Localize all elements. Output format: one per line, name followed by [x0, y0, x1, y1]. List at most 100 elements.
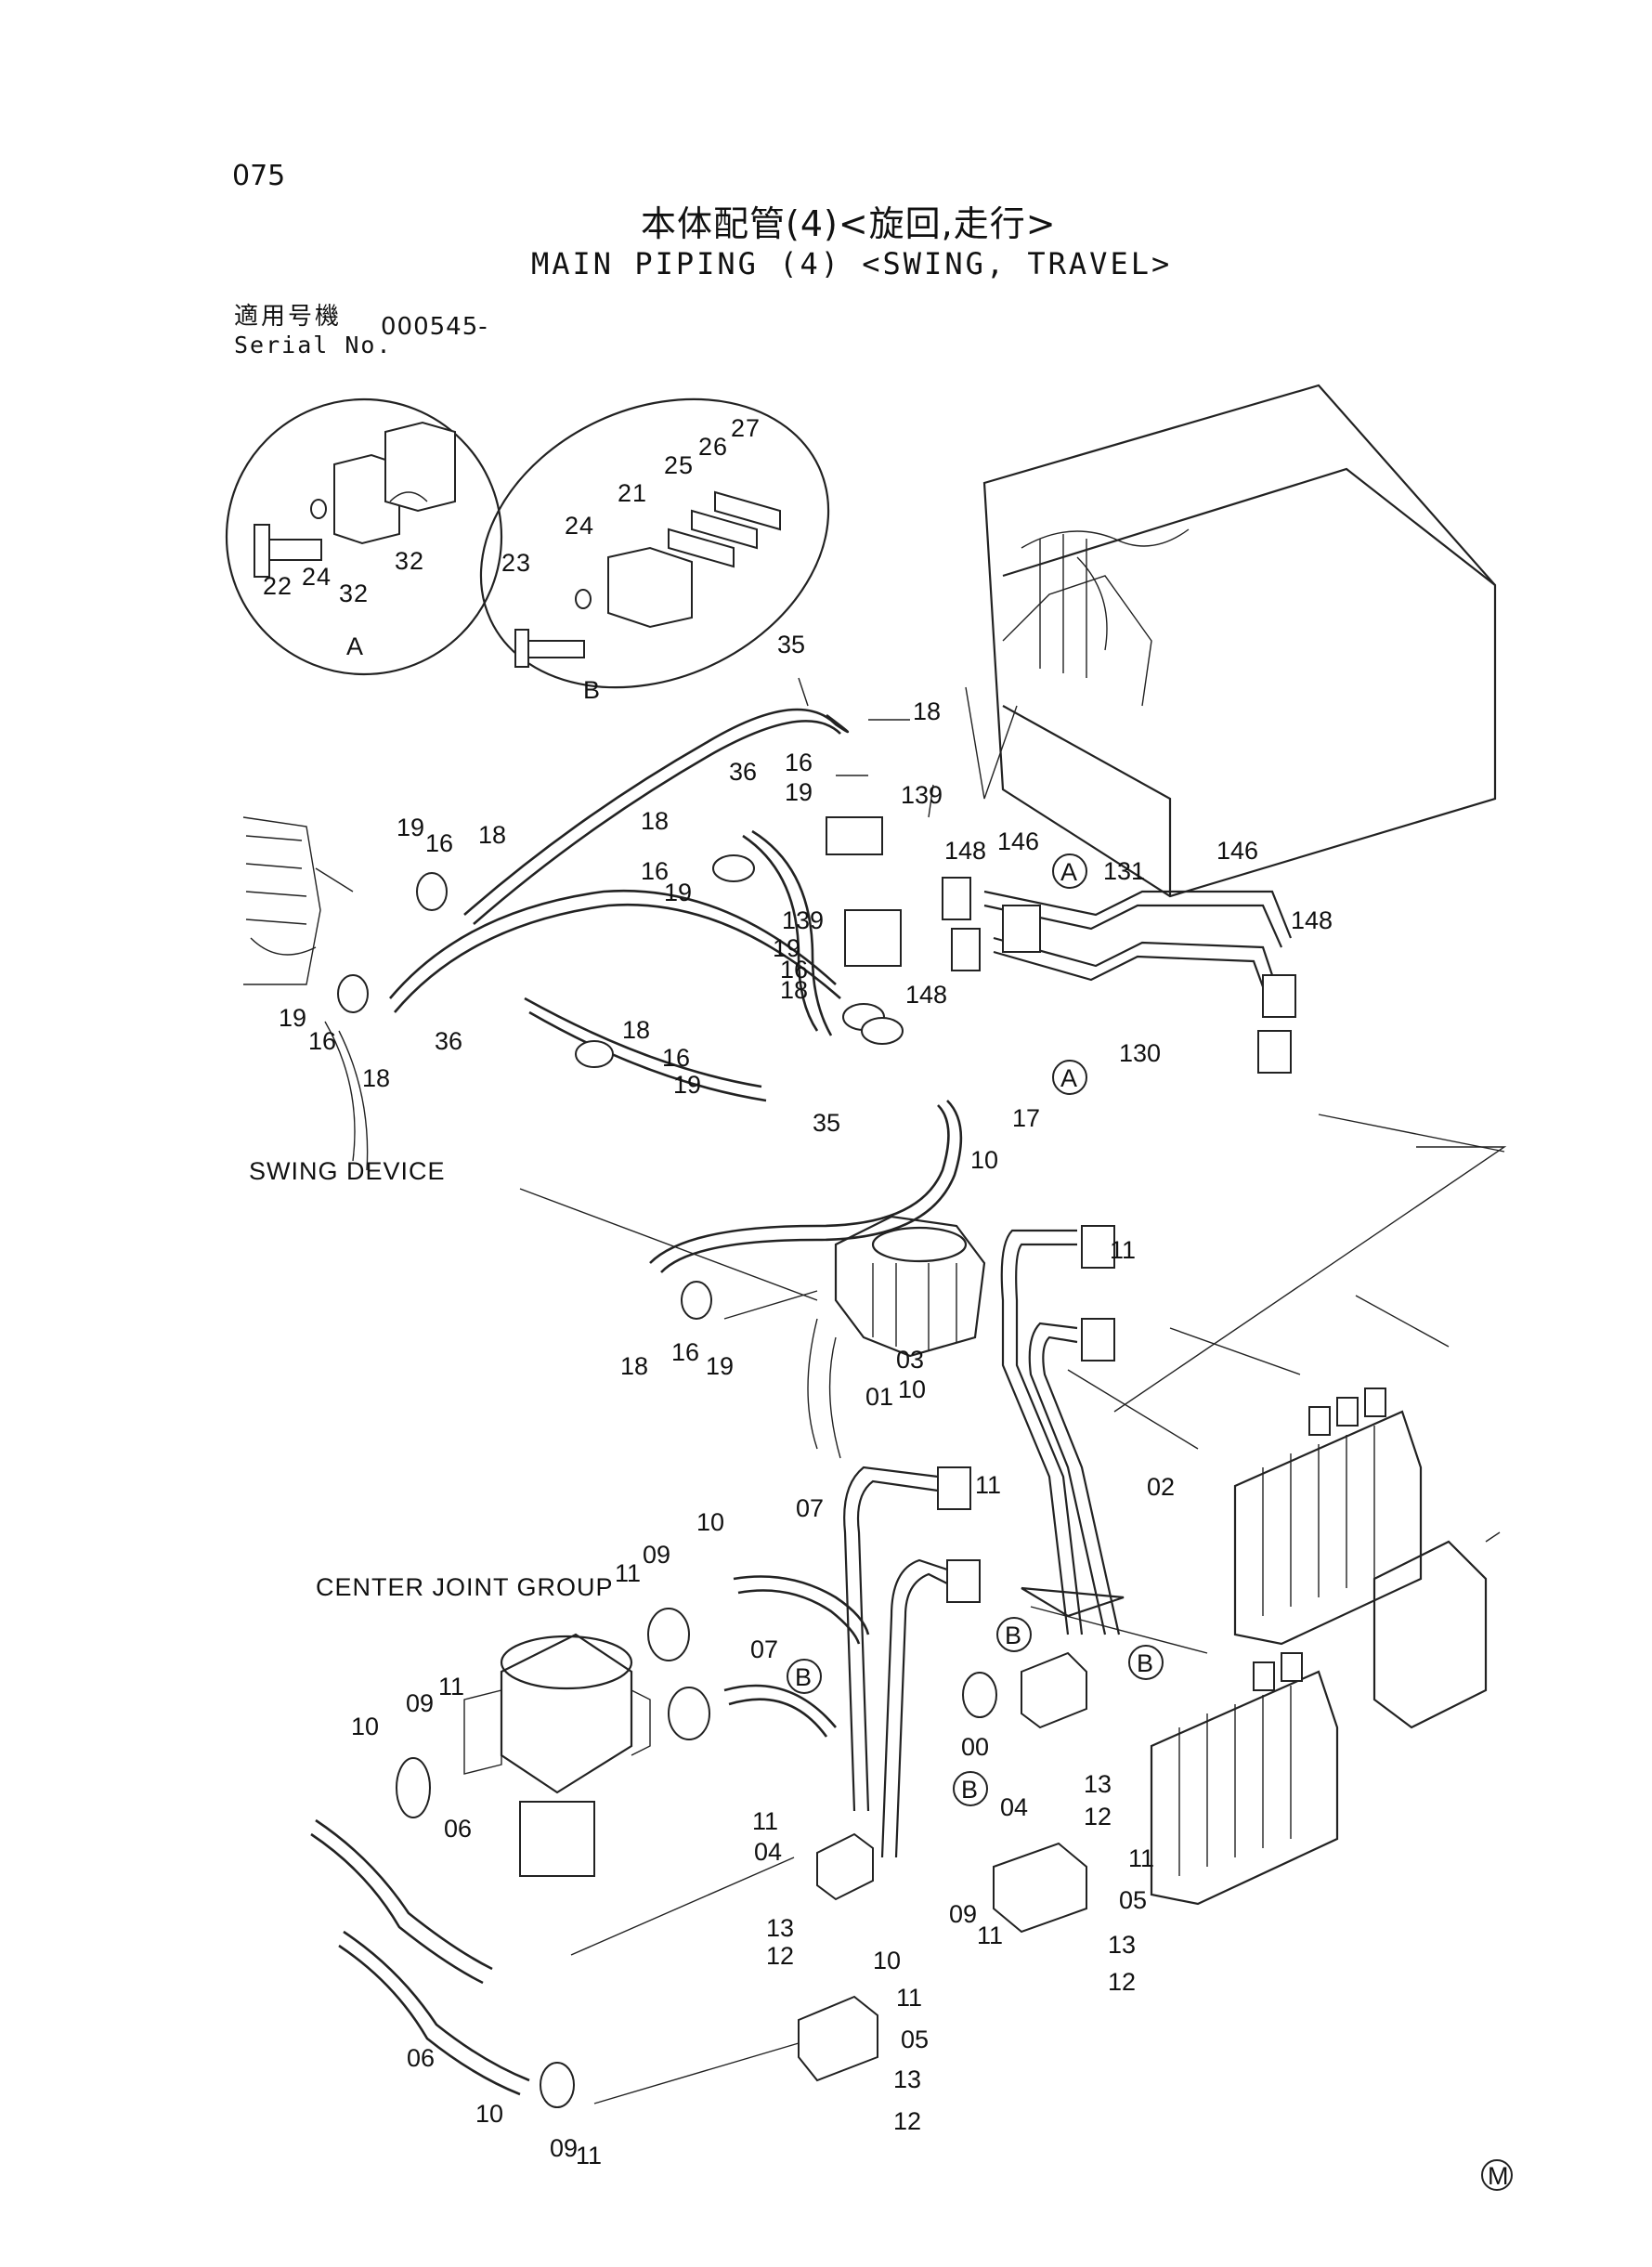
clamp	[1002, 905, 1041, 953]
part-label-13: 13	[1108, 1931, 1136, 1959]
part-label-10: 10	[970, 1146, 998, 1174]
part-label-19: 19	[706, 1352, 734, 1380]
part-label-19: 19	[773, 934, 800, 962]
bolt-22	[254, 524, 270, 578]
part-label: 22	[263, 572, 293, 600]
part-label-07: 07	[750, 1635, 778, 1663]
part-label-19: 19	[397, 814, 424, 841]
part-label-18: 18	[620, 1352, 648, 1380]
part-label-16: 16	[671, 1338, 699, 1366]
block-139	[844, 909, 902, 967]
part-label-35: 35	[777, 631, 805, 658]
part-label-11: 11	[615, 1559, 641, 1587]
part-label-12: 12	[766, 1942, 794, 1970]
part-label-04: 04	[754, 1838, 782, 1866]
callout-marker-b	[996, 1617, 1032, 1652]
flange	[1257, 1030, 1292, 1074]
callout-marker-b-label: B	[1005, 1622, 1022, 1649]
callout-marker-a	[1052, 1060, 1087, 1095]
part-label-17: 17	[1012, 1104, 1040, 1132]
part-label-11: 11	[438, 1673, 464, 1700]
part-label-11: 11	[752, 1807, 778, 1835]
block-05	[993, 1842, 1087, 1934]
part-label-10: 10	[898, 1375, 926, 1403]
part-label-10: 10	[873, 1947, 901, 1974]
serial-label-japanese: 適用号機	[234, 303, 343, 331]
corner-mark-circle	[1481, 2159, 1513, 2191]
part-label-146: 146	[997, 827, 1039, 855]
page-number: 075	[232, 160, 286, 192]
part-label-12: 12	[893, 2107, 921, 2135]
part-label-11: 11	[977, 1922, 1003, 1949]
flange-16	[416, 872, 448, 911]
part-label-11: 11	[896, 1984, 922, 2012]
part-label-16: 16	[780, 956, 808, 984]
part-label-13: 13	[766, 1914, 794, 1942]
callout-marker-b-label: B	[961, 1776, 979, 1804]
part-label-18: 18	[641, 807, 669, 835]
flange-16	[681, 1281, 712, 1320]
flange-09	[668, 1687, 710, 1740]
control-valve-lower	[1150, 1531, 1501, 1906]
part-label-16: 16	[308, 1027, 336, 1055]
part-label-19: 19	[673, 1071, 701, 1099]
part-label-11: 11	[1128, 1844, 1154, 1872]
flange	[946, 1559, 981, 1603]
part-label-19: 19	[279, 1004, 306, 1032]
callout-marker-b	[787, 1659, 822, 1694]
part-label-19: 19	[664, 879, 692, 906]
callout-marker-a	[1052, 853, 1087, 889]
corner-mark: M	[1488, 2162, 1509, 2190]
part-label: 32	[339, 580, 369, 607]
flange	[942, 877, 971, 920]
part-label-10: 10	[351, 1713, 379, 1740]
callout-marker-b-label: B	[1137, 1649, 1154, 1677]
page-title-english: MAIN PIPING (4) <SWING, TRAVEL>	[531, 246, 1173, 281]
bolt-23	[514, 629, 529, 668]
part-label-09: 09	[643, 1541, 670, 1569]
part-label-12: 12	[1084, 1803, 1112, 1831]
swing-motor	[807, 1215, 986, 1459]
machine-body-outline	[965, 384, 1497, 898]
part-label-146: 146	[1216, 837, 1258, 865]
part-label-09: 09	[550, 2134, 578, 2162]
part-label-148: 148	[905, 981, 947, 1009]
flange-16	[861, 1017, 904, 1045]
part-label-10: 10	[696, 1508, 724, 1536]
washer-24	[310, 499, 327, 519]
control-valve-upper	[1233, 1388, 1423, 1646]
part-label-36: 36	[435, 1027, 462, 1055]
part-label-11: 11	[975, 1471, 1001, 1499]
flange	[1081, 1225, 1115, 1269]
part-label-09: 09	[949, 1900, 977, 1928]
flange-16	[575, 1040, 614, 1068]
part-label-130: 130	[1119, 1039, 1161, 1067]
callout-marker-b-label: B	[795, 1663, 813, 1691]
part-label-35: 35	[813, 1109, 840, 1137]
part-label-02: 02	[1147, 1473, 1175, 1501]
part-label-11: 11	[1110, 1236, 1136, 1264]
center-joint	[463, 1633, 651, 1877]
part-label: 23	[501, 549, 531, 577]
part-label-04: 04	[1000, 1793, 1028, 1821]
callout-marker-b	[1128, 1645, 1164, 1680]
detail-view-b: 23 24 21 25 26 27 B	[479, 397, 830, 704]
part-label-06: 06	[444, 1815, 472, 1843]
flange	[1081, 1318, 1115, 1362]
part-label-03: 03	[896, 1346, 924, 1374]
part-label: 25	[664, 451, 694, 479]
hoses	[310, 708, 963, 2096]
flange-09	[647, 1608, 690, 1661]
part-label-139: 139	[901, 781, 943, 809]
part-label-07: 07	[796, 1494, 824, 1522]
detail-view-a-label: A	[346, 632, 364, 660]
part-label: 32	[395, 547, 424, 575]
callout-marker-b	[953, 1771, 988, 1806]
part-label-11: 11	[576, 2142, 602, 2169]
callout-marker-a-label: A	[1060, 858, 1078, 886]
page-title-japanese: 本体配管(4)<旋回,走行>	[641, 203, 1057, 244]
shim-25	[668, 528, 735, 568]
part-label-13: 13	[1084, 1770, 1112, 1798]
part-label-16: 16	[785, 749, 813, 776]
part-label-16: 16	[641, 857, 669, 885]
